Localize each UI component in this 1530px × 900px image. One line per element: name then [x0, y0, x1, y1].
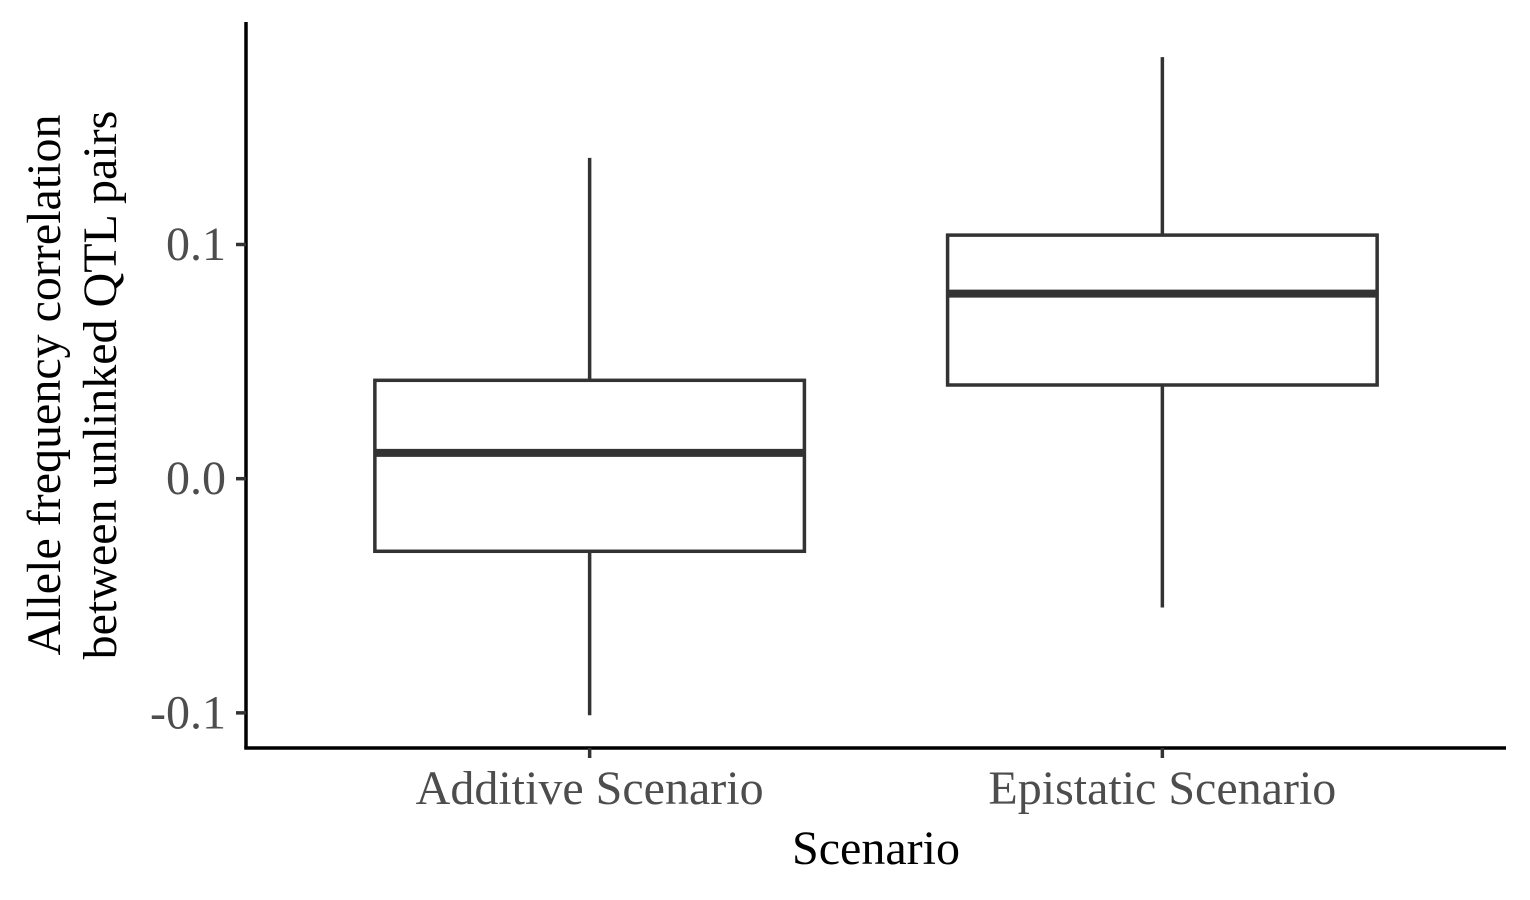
x-axis-title: Scenario — [792, 822, 960, 875]
box-group — [373, 157, 807, 716]
y-axis-title-line: Allele frequency correlation — [18, 114, 71, 655]
y-tick-label: -0.1 — [150, 686, 226, 739]
x-tick-label: Additive Scenario — [416, 762, 764, 815]
box-iqr — [945, 233, 1379, 387]
y-axis-title-line: between unlinked QTL pairs — [74, 111, 127, 660]
x-tick-label: Epistatic Scenario — [988, 762, 1336, 815]
y-tick-label: 0.0 — [166, 452, 226, 505]
y-tick-label: 0.1 — [166, 218, 226, 271]
boxes-layer — [373, 57, 1379, 716]
box-group — [945, 57, 1379, 608]
axes-layer — [236, 22, 1506, 758]
box-iqr — [373, 378, 807, 554]
